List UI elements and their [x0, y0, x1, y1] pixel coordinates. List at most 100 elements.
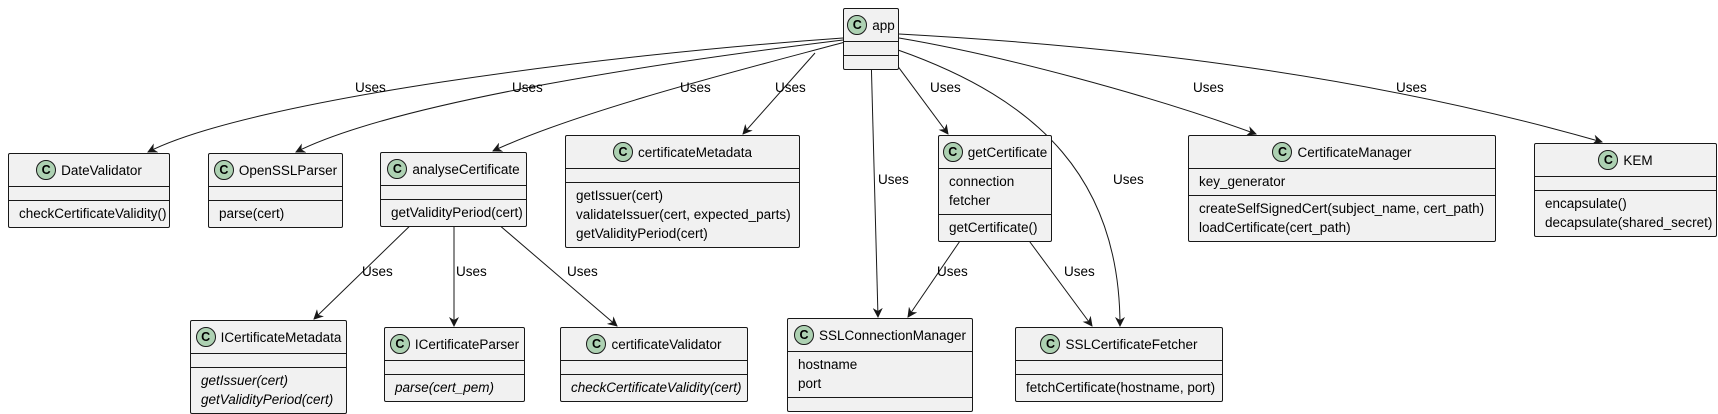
class-icon: C: [213, 160, 234, 180]
edge-label: Uses: [1396, 80, 1427, 95]
methods-section: checkCertificateValidity(cert): [561, 374, 747, 401]
class-name: CertificateManager: [1297, 144, 1412, 160]
method: getValidityPeriod(cert): [201, 392, 334, 407]
method: fetchCertificate(hostname, port): [1026, 380, 1216, 395]
class-name: certificateValidator: [611, 336, 722, 352]
attributes-section: [1535, 176, 1716, 190]
edge-label: Uses: [930, 80, 961, 95]
class-icon: C: [195, 327, 216, 347]
class-name: SSLConnectionManager: [818, 327, 967, 343]
class-icon: C: [847, 15, 868, 35]
class-icon: C: [612, 142, 633, 162]
method: parse(cert): [219, 206, 285, 221]
method: validateIssuer(cert, expected_parts): [576, 207, 791, 222]
attributes-section: [385, 360, 524, 374]
methods-section: [788, 397, 972, 411]
class-icon: C: [389, 334, 410, 354]
attributes-section: [9, 186, 169, 200]
class-icon: C: [793, 325, 814, 345]
edge-get-certificate-to-ssl-connection-manager: [907, 237, 963, 318]
methods-section: getValidityPeriod(cert): [381, 199, 526, 226]
edge-label: Uses: [937, 264, 968, 279]
edge-app-to-kem: [898, 33, 1603, 145]
methods-section: getCertificate(): [939, 214, 1051, 241]
edge-analyse-certificate-to-certificate-validator: [490, 217, 618, 327]
methods-section: parse(cert): [209, 200, 342, 227]
method: getValidityPeriod(cert): [576, 226, 708, 241]
attribute: port: [798, 376, 822, 391]
class-icon: C: [1040, 334, 1061, 354]
class-icon: C: [36, 160, 57, 180]
attributes-section: [209, 186, 342, 200]
method: checkCertificateValidity(): [19, 206, 167, 221]
methods-section: createSelfSignedCert(subject_name, cert_…: [1189, 195, 1495, 241]
edge-label: Uses: [775, 80, 806, 95]
attribute: hostname: [798, 357, 858, 372]
edge-analyse-certificate-to-i-certificate-metadata: [313, 217, 419, 320]
edge-label: Uses: [1113, 172, 1144, 187]
edge-label: Uses: [567, 264, 598, 279]
class-name: analyseCertificate: [412, 161, 520, 177]
methods-section: getIssuer(cert)validateIssuer(cert, expe…: [566, 182, 799, 247]
method: decapsulate(shared_secret): [1545, 215, 1713, 230]
method: encapsulate(): [1545, 196, 1627, 211]
edge-app-to-ssl-connection-manager: [870, 52, 883, 318]
class-name: OpenSSLParser: [238, 162, 338, 178]
method: createSelfSignedCert(subject_name, cert_…: [1199, 201, 1485, 216]
class-name: app: [872, 17, 895, 33]
edge-label: Uses: [456, 264, 487, 279]
methods-section: parse(cert_pem): [385, 374, 524, 401]
attributes-section: [191, 353, 346, 367]
edge-label: Uses: [680, 80, 711, 95]
edge-app-to-open-ssl-parser: [295, 39, 844, 153]
class-name: SSLCertificateFetcher: [1065, 336, 1198, 352]
methods-section: fetchCertificate(hostname, port): [1016, 374, 1222, 401]
class-name: certificateMetadata: [637, 144, 753, 160]
attribute: fetcher: [949, 193, 991, 208]
class-icon: C: [942, 142, 963, 162]
methods-section: encapsulate() decapsulate(shared_secret): [1535, 190, 1716, 236]
edge-label: Uses: [512, 80, 543, 95]
method: getValidityPeriod(cert): [391, 205, 523, 220]
method: loadCertificate(cert_path): [1199, 220, 1351, 235]
methods-section: checkCertificateValidity(): [9, 200, 169, 227]
class-icon: C: [586, 334, 607, 354]
attributes-section: [566, 168, 799, 182]
class-name: ICertificateParser: [414, 336, 520, 352]
edge-app-to-ssl-certificate-fetcher: [897, 49, 1125, 327]
methods-section: [844, 55, 898, 69]
edge-label: Uses: [1064, 264, 1095, 279]
method: getCertificate(): [949, 220, 1038, 235]
edge-label: Uses: [362, 264, 393, 279]
class-icon: C: [1272, 142, 1293, 162]
edge-label: Uses: [878, 172, 909, 187]
class-name: DateValidator: [61, 162, 142, 178]
attributes-section: [844, 41, 898, 55]
method: parse(cert_pem): [395, 380, 495, 395]
